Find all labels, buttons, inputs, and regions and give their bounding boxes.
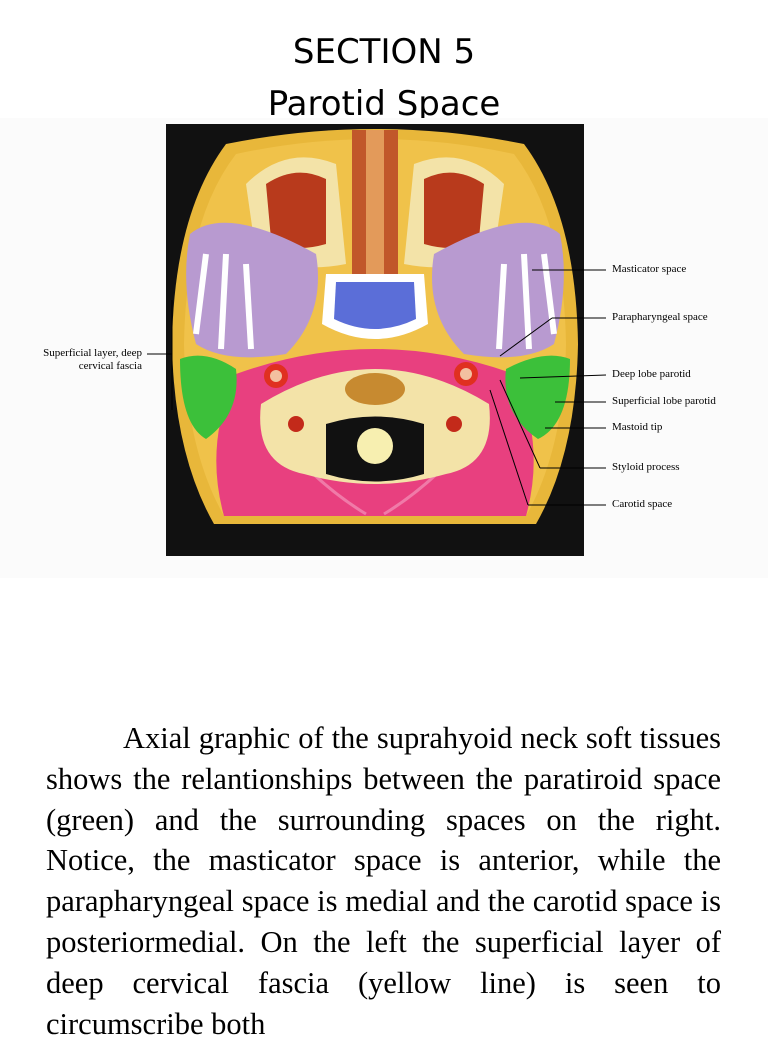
section-title: Parotid Space [267, 84, 501, 124]
section-number: SECTION 5 [292, 32, 476, 72]
label-deep-lobe-parotid: Deep lobe parotid [612, 368, 691, 380]
label-parapharyngeal-space: Parapharyngeal space [612, 311, 708, 323]
label-styloid-process: Styloid process [612, 461, 680, 473]
label-masticator-space: Masticator space [612, 263, 687, 275]
label-deep-cervical-fascia: Superficial layer, deep cervical fascia [43, 347, 142, 372]
label-carotid-space: Carotid space [612, 498, 673, 510]
figure-caption-paragraph: Axial graphic of the suprahyoid neck sof… [46, 721, 721, 1041]
anatomy-illustration [166, 124, 584, 556]
label-mastoid-tip: Mastoid tip [612, 421, 663, 433]
label-superficial-lobe-parotid: Superficial lobe parotid [612, 395, 716, 407]
